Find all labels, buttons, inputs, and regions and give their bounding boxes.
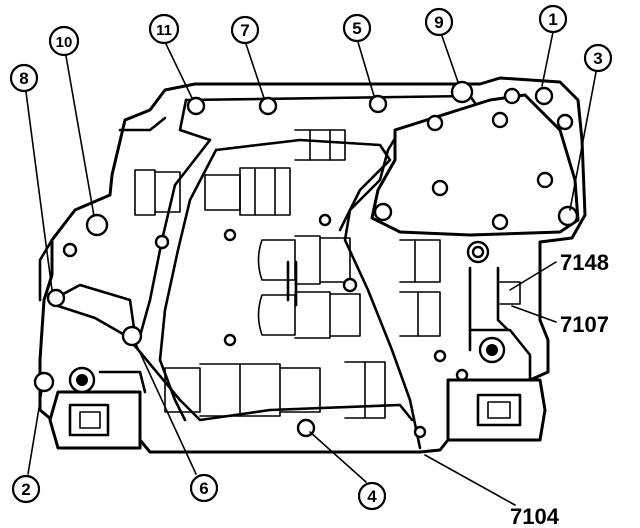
upper-valve-spool bbox=[134, 129, 346, 216]
callout-6: 6 bbox=[189, 473, 219, 503]
callout-label: 11 bbox=[156, 22, 172, 39]
callout-2: 2 bbox=[11, 474, 41, 504]
callout-8: 8 bbox=[9, 63, 39, 93]
right-solenoid-connector bbox=[446, 328, 547, 442]
part-number-7104: 7104 bbox=[510, 504, 560, 528]
callout-label: 1 bbox=[548, 10, 557, 29]
callout-label: 3 bbox=[593, 49, 602, 68]
part-number-7107: 7107 bbox=[560, 312, 609, 337]
callout-4: 4 bbox=[357, 481, 387, 511]
callout-label: 7 bbox=[240, 21, 249, 40]
callout-10: 10 bbox=[48, 25, 80, 57]
part-number-7148: 7148 bbox=[560, 250, 609, 275]
callout-1: 1 bbox=[538, 4, 568, 34]
callout-label: 9 bbox=[434, 13, 443, 32]
callout-label: 10 bbox=[56, 34, 73, 51]
callout-11: 11 bbox=[148, 13, 180, 45]
middle-valve-spools bbox=[257, 235, 441, 339]
callout-9: 9 bbox=[424, 7, 454, 37]
accumulator-cover-plate bbox=[370, 93, 580, 237]
callout-label: 5 bbox=[352, 19, 361, 38]
callout-label: 4 bbox=[367, 487, 377, 506]
callout-5: 5 bbox=[342, 13, 372, 43]
callout-label: 8 bbox=[19, 69, 28, 88]
callout-label: 6 bbox=[199, 479, 208, 498]
bolt-holes bbox=[46, 80, 579, 439]
left-solenoid-connector bbox=[33, 366, 147, 450]
callout-7: 7 bbox=[230, 15, 260, 45]
check-ball-assembly bbox=[466, 240, 521, 352]
leader-lines bbox=[25, 31, 597, 506]
callout-3: 3 bbox=[583, 43, 613, 73]
lower-valve-spool bbox=[164, 361, 386, 419]
callout-label: 2 bbox=[21, 480, 30, 499]
